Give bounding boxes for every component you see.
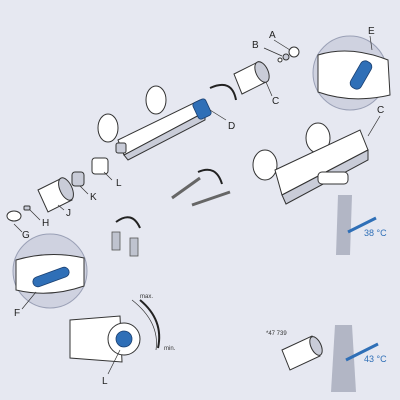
zoom-circle-top-right: [312, 35, 391, 111]
label-k: K: [90, 192, 97, 203]
label-g: G: [22, 230, 30, 241]
label-l-top: L: [116, 178, 122, 189]
label-b: B: [252, 40, 259, 51]
temp-43: 43 °C: [364, 354, 387, 364]
replacement-part: [281, 335, 323, 371]
label-c-top: C: [272, 96, 279, 107]
label-d: D: [228, 121, 235, 132]
label-f: F: [14, 308, 20, 319]
screwdriver-tools: [111, 176, 231, 257]
part-number-label: *47 739: [266, 331, 287, 337]
label-a: A: [269, 30, 276, 41]
label-c-right: C: [377, 105, 384, 116]
cartridge-c-top: [233, 61, 270, 95]
label-e: E: [368, 26, 375, 37]
rotation-arrow-2: [197, 168, 223, 185]
water-stream-right: [336, 195, 352, 255]
water-stream-bottom: [331, 325, 379, 392]
zoom-circle-left: [12, 233, 88, 309]
label-l-bottom: L: [102, 376, 108, 387]
thermometer-bottom: [345, 342, 379, 362]
dial-max-label: max.: [140, 294, 153, 300]
small-parts-ab: [277, 46, 300, 63]
label-j: J: [66, 208, 71, 219]
rotation-arrow-1: [209, 84, 237, 101]
dial-section: [69, 299, 161, 363]
thermometer-right: [347, 216, 377, 234]
assembled-mixer: [252, 122, 377, 255]
temp-38: 38 °C: [364, 228, 387, 238]
thermostat-body-exploded: [97, 85, 212, 161]
rotation-arrow-3: [115, 216, 141, 229]
label-h: H: [42, 218, 49, 229]
dial-min-label: min.: [164, 346, 176, 352]
left-side-parts: [6, 157, 109, 222]
